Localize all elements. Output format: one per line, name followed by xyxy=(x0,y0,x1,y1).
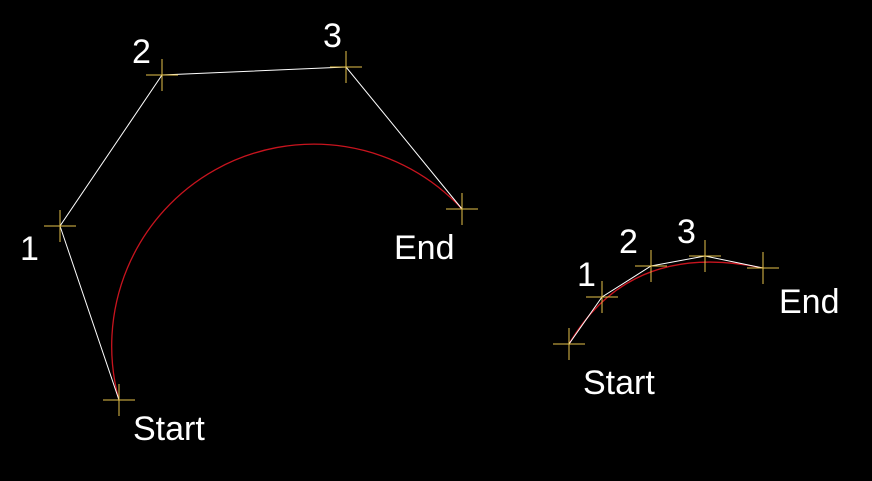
large-marker-2 xyxy=(146,59,178,91)
large-label-start: Start xyxy=(133,410,205,448)
large-label-3: 3 xyxy=(323,17,342,55)
small-arc-figure: Start 1 2 3 End xyxy=(553,213,840,402)
large-marker-end xyxy=(446,193,478,225)
large-arc-figure: Start 1 2 3 End xyxy=(20,17,478,448)
large-marker-3 xyxy=(330,51,362,83)
large-label-1: 1 xyxy=(20,230,39,268)
large-arc-curve xyxy=(111,143,463,401)
large-label-end: End xyxy=(394,229,455,267)
large-label-2: 2 xyxy=(132,33,151,71)
large-marker-1 xyxy=(44,210,76,242)
large-marker-start xyxy=(103,384,135,416)
small-label-2: 2 xyxy=(619,223,638,261)
small-marker-end xyxy=(747,252,779,284)
small-marker-2 xyxy=(635,250,667,282)
small-label-start: Start xyxy=(583,364,655,402)
small-arc-chords xyxy=(568,255,764,345)
small-marker-3 xyxy=(689,240,721,272)
small-marker-1 xyxy=(586,281,618,313)
small-label-end: End xyxy=(779,283,840,321)
small-marker-start xyxy=(553,328,585,360)
small-label-3: 3 xyxy=(677,213,696,251)
small-label-1: 1 xyxy=(577,256,596,294)
